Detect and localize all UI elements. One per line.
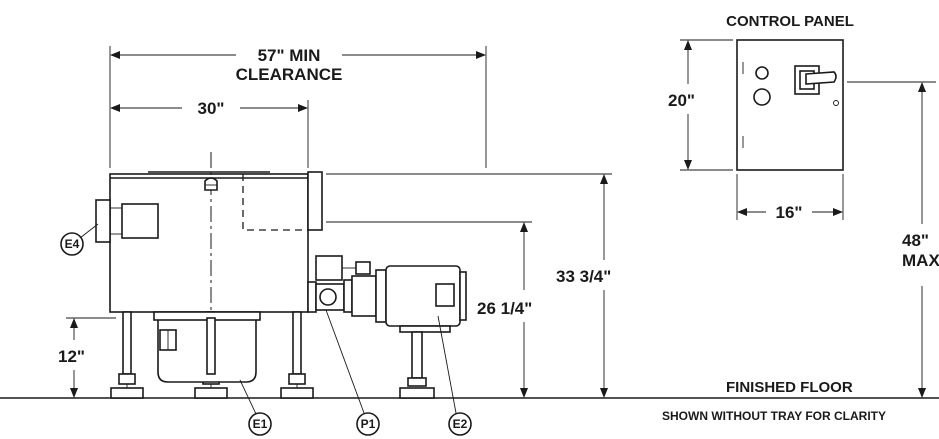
leg-left-adjuster (118, 373, 136, 385)
inner-basket-hidden-line (242, 174, 308, 231)
motor-height-dimension: 26 1/4" (326, 221, 532, 398)
pump-port (319, 288, 337, 306)
motor-stand-adjuster (407, 377, 427, 387)
tray-note: SHOWN WITHOUT TRAY FOR CLARITY (662, 409, 886, 423)
tank-side-box (307, 171, 323, 231)
motor-height-label: 26 1/4" (477, 299, 532, 318)
callout-e1-label: E1 (253, 417, 268, 431)
callout-p1-label: P1 (361, 417, 376, 431)
overall-height-dimension: 33 3/4" (326, 173, 612, 398)
overall-height-arrow-top (600, 174, 608, 184)
clearance-arrow-left (110, 51, 120, 59)
push-button-icon (753, 88, 771, 106)
tank-width-dimension: 30" (110, 99, 309, 168)
top-nozzle (204, 177, 218, 191)
pump-outlet-flange (343, 279, 353, 313)
callout-p1-circle (356, 412, 380, 436)
callout-e4-label: E4 (65, 237, 80, 251)
leg-height-arrow-top (70, 318, 78, 328)
control-panel-enclosure (736, 39, 844, 171)
motor-terminal-box (435, 283, 455, 307)
mount-height-arrow-bottom (918, 388, 926, 398)
disconnect-handle-icon (805, 71, 837, 85)
tank-width-arrow-left (110, 104, 120, 112)
panel-height-label: 20" (668, 91, 695, 110)
leg-height-dimension: 12" (58, 317, 116, 398)
e4-element-housing (121, 203, 159, 239)
mount-height-suffix: MAX (902, 251, 939, 270)
panel-width-arrow-left (737, 208, 747, 216)
callout-p1-leader (325, 309, 365, 414)
motor-height-arrow-bottom (520, 388, 528, 398)
leg-right (280, 311, 314, 399)
callout-e2-leader (437, 315, 457, 414)
motor-front-flange (375, 269, 387, 323)
callout-e2: E2 (437, 315, 472, 436)
clearance-arrow-right (476, 51, 486, 59)
panel-height-arrow-bottom (684, 160, 692, 170)
control-panel: CONTROL PANEL 20" 16" 48" MAX (668, 13, 939, 398)
e4-element-flange (95, 199, 111, 243)
callout-e1: E1 (239, 379, 272, 436)
control-panel-title: CONTROL PANEL (726, 13, 854, 30)
motor-stand-post (411, 331, 423, 379)
leg-right-foot (280, 387, 314, 399)
callout-e4: E4 (60, 223, 99, 256)
panel-height-arrow-top (684, 40, 692, 50)
motor-e2 (375, 265, 467, 399)
clearance-line2-label: CLEARANCE (236, 65, 343, 84)
mount-height-arrow-top (918, 82, 926, 92)
clearance-line1-label: 57" MIN (258, 46, 321, 65)
callout-e2-label: E2 (453, 417, 468, 431)
pump-adapter (351, 275, 377, 317)
callout-e2-circle (448, 412, 472, 436)
pump-p1 (307, 255, 377, 317)
leg-height-arrow-bottom (70, 388, 78, 398)
finished-floor-label: FINISHED FLOOR (726, 379, 853, 396)
callout-p1: P1 (325, 309, 380, 436)
panel-width-arrow-right (833, 208, 843, 216)
leg-left-foot (110, 387, 144, 399)
mount-height-label: 48" (902, 231, 929, 250)
leg-left (110, 311, 144, 399)
callout-e4-leader (79, 223, 99, 239)
overall-height-arrow-bottom (600, 388, 608, 398)
callout-e1-leader (239, 379, 257, 415)
callout-e4-circle (60, 232, 84, 256)
e1-sump-element (153, 311, 261, 383)
leg-height-label: 12" (58, 347, 85, 366)
overall-height-label: 33 3/4" (556, 267, 611, 286)
tank (95, 152, 323, 313)
tank-body (109, 173, 309, 313)
clearance-dimension: 57" MIN CLEARANCE (109, 46, 487, 168)
callout-e1-circle (248, 412, 272, 436)
finished-floor: FINISHED FLOOR SHOWN WITHOUT TRAY FOR CL… (0, 379, 939, 423)
motor-height-arrow-top (520, 222, 528, 232)
pump-inlet-flange (307, 281, 317, 313)
motor-base (399, 325, 451, 333)
leg-left-post (122, 311, 132, 375)
motor-stand-foot (399, 387, 435, 399)
leg-right-post (292, 311, 302, 375)
indicator-light-icon (755, 66, 769, 80)
pump-valve-top-right (355, 261, 371, 275)
tank-width-label: 30" (198, 99, 225, 118)
leg-right-adjuster (288, 373, 306, 385)
motor-end-cap (459, 271, 467, 321)
tank-width-arrow-right (298, 104, 308, 112)
panel-width-label: 16" (776, 203, 803, 222)
e1-center-post (206, 317, 216, 375)
pump-valve-top (315, 255, 343, 281)
leg-center-foot (194, 387, 228, 399)
panel-latch (833, 100, 839, 106)
